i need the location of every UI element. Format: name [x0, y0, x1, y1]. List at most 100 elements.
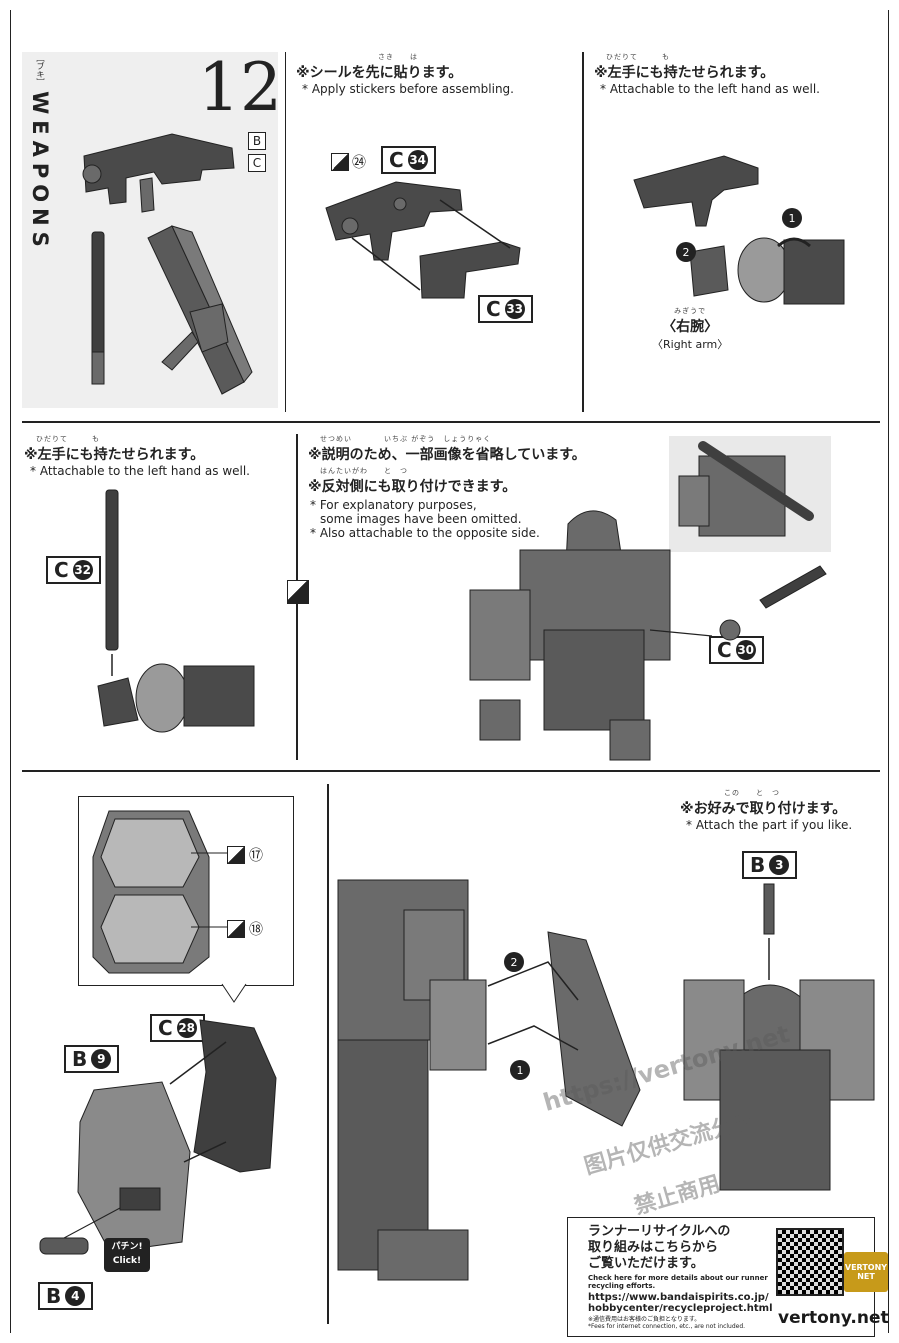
inset-detail-illustration: [678, 441, 814, 537]
panel2-notes: ひだりて も ※左手にも持たせられます。 * Attachable to the…: [594, 52, 874, 96]
part-number: 3: [769, 855, 790, 875]
arm-jp: 〈右腕〉: [662, 319, 719, 335]
recycle-url1[interactable]: https://www.bandaispirits.co.jp/: [588, 1292, 769, 1303]
panel4-jp2: ※反対側にも取り付けできます。: [308, 479, 517, 495]
sticker-icon: [227, 846, 245, 864]
panel4-en1b: some images have been omitted.: [320, 512, 522, 526]
frame-left-border: [10, 10, 11, 1333]
panel7-part-b3: B 3: [742, 851, 798, 879]
recycle-note-en: *Fees for internet connection, etc., are…: [588, 1323, 746, 1330]
part-runner: B: [72, 1047, 88, 1071]
panel5-part-b9: B 9: [64, 1045, 120, 1073]
panel4-ruby1: せつめい いちぶ がぞう しょうりゃく: [320, 435, 492, 443]
panel4-notes: せつめい いちぶ がぞう しょうりゃく ※説明のため、一部画像を省略しています。…: [308, 434, 628, 540]
sticker-number: ㉔: [352, 155, 366, 171]
part-runner: B: [46, 1284, 62, 1308]
panel1-sticker-ref: ㉔: [331, 152, 366, 172]
header-parts-illustration: [82, 133, 253, 395]
watermark-badge: VERTONY NET: [844, 1252, 888, 1292]
gun-part: [82, 133, 235, 213]
panel7-ruby: この と つ: [724, 789, 780, 797]
panel6-robot-illustration: 2 1: [337, 879, 641, 1281]
runner-c-box: C: [248, 154, 266, 172]
panel1-ruby: さき は: [378, 53, 418, 61]
recycle-jp2: 取り組みはこちらから: [588, 1240, 719, 1255]
panel5-part-c28: C 28: [150, 1014, 205, 1042]
panel3-notes: ひだりて も ※左手にも持たせられます。 * Attachable to the…: [24, 434, 284, 478]
click-badge: パチン! Click!: [104, 1238, 150, 1272]
omission-mark-icon: [287, 580, 309, 604]
panel3-ruby: ひだりて も: [36, 435, 100, 443]
shield-part: [147, 225, 253, 395]
recycle-en2: recycling efforts.: [588, 1282, 656, 1290]
panel6-step-2: 2: [511, 956, 518, 969]
panel2-hand-illustration: 1 2: [633, 155, 845, 305]
panel1-jp: ※シールを先に貼ります。: [296, 65, 463, 81]
divider-col2-row1: [582, 52, 584, 412]
panel3-en: * Attachable to the left hand as well.: [30, 464, 250, 478]
panel7-robot-illustration: [683, 883, 875, 1191]
panel1-part-c33: C 33: [478, 295, 533, 323]
baton-part: [91, 231, 105, 385]
divider-row1: [22, 421, 880, 423]
panel4-en2: * Also attachable to the opposite side.: [310, 526, 540, 540]
sticker-17-number: ⑰: [249, 848, 263, 864]
panel2-jp: ※左手にも持たせられます。: [594, 65, 775, 81]
panel4-part-c30: C 30: [709, 636, 764, 664]
sticker-icon: [331, 153, 349, 171]
click-en: Click!: [112, 1256, 142, 1266]
section-jp: ［ブキ］: [36, 54, 45, 86]
click-jp: パチン!: [111, 1242, 143, 1252]
qr-code-icon[interactable]: [776, 1228, 844, 1296]
recycle-jp3: ご覧いただけます。: [588, 1256, 704, 1271]
section-en: WEAPONS: [28, 91, 52, 253]
panel1-part-c34: C 34: [381, 146, 436, 174]
panel3-baton-illustration: [97, 489, 255, 733]
step-number: 12: [198, 49, 282, 126]
panel4-en1a: * For explanatory purposes,: [310, 498, 477, 512]
part-runner: C: [54, 558, 69, 582]
divider-row2: [22, 770, 880, 772]
part-number: 9: [91, 1049, 112, 1069]
panel1-notes: さき は ※シールを先に貼ります。 * Apply stickers befor…: [296, 52, 576, 96]
panel4-jp1: ※説明のため、一部画像を省略しています。: [308, 447, 586, 463]
part-runner: C: [486, 297, 501, 321]
panel3-part-c32: C 32: [46, 556, 101, 584]
panel7-jp: ※お好みで取り付けます。: [680, 801, 847, 817]
part-runner: B: [750, 853, 766, 877]
panel5-callout-pointer: [221, 983, 247, 1003]
panel4-robot-illustration: [469, 510, 827, 761]
panel4-ruby2: はんたいがわ と つ: [320, 467, 408, 475]
shield-sticker-illustration: [92, 810, 229, 974]
part-number: 4: [65, 1286, 86, 1306]
recycle-info-box: ランナーリサイクルへの 取り組みはこちらから ご覧いただけます。 Check h…: [567, 1217, 875, 1337]
part-runner: C: [158, 1016, 173, 1040]
panel3-jp: ※左手にも持たせられます。: [24, 447, 205, 463]
panel1-en: * Apply stickers before assembling.: [302, 82, 514, 96]
part-number: 33: [504, 299, 525, 319]
watermark-domain: vertony.net: [778, 1308, 889, 1328]
section-title-vertical: ［ブキ］ WEAPONS: [28, 54, 52, 254]
panel5-sticker-box: ⑰ ⑱: [78, 796, 294, 986]
part-number: 32: [72, 560, 93, 580]
panel2-ruby: ひだりて も: [606, 53, 670, 61]
panel1-assembly-illustration: [325, 181, 521, 299]
panel7-notes: この と つ ※お好みで取り付けます。 * Attach the part if…: [680, 788, 880, 832]
divider-col1-row3: [327, 784, 329, 1324]
panel5-assembly-illustration: [39, 1019, 277, 1255]
panel2-arm-label: みぎうで 〈右腕〉 〈Right arm〉: [652, 306, 728, 352]
arm-en: 〈Right arm〉: [652, 338, 729, 351]
part-runner: C: [389, 148, 404, 172]
panel2-en: * Attachable to the left hand as well.: [600, 82, 820, 96]
part-runner: C: [717, 638, 732, 662]
recycle-text: ランナーリサイクルへの 取り組みはこちらから ご覧いただけます。 Check h…: [588, 1224, 788, 1330]
recycle-url2[interactable]: hobbycenter/recycleproject.html: [588, 1303, 773, 1314]
panel2-step-1: 1: [789, 212, 796, 225]
panel2-step-2: 2: [683, 246, 690, 259]
header-panel: ［ブキ］ WEAPONS 12 B C: [22, 52, 282, 408]
part-number: 28: [176, 1018, 197, 1038]
part-number: 30: [735, 640, 756, 660]
sticker-18-number: ⑱: [249, 922, 263, 938]
recycle-jp1: ランナーリサイクルへの: [588, 1224, 731, 1239]
panel7-en: * Attach the part if you like.: [686, 818, 853, 832]
